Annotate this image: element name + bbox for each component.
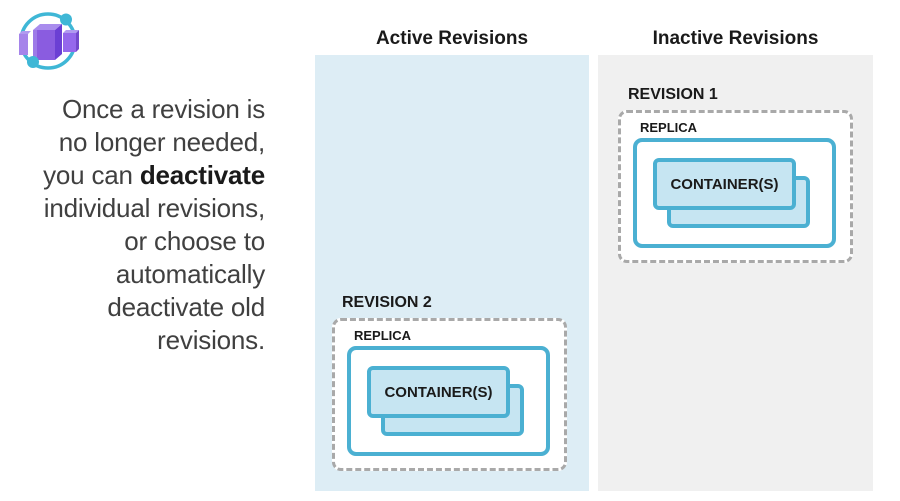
revision-2-replica-box: CONTAINER(S): [347, 346, 550, 456]
revision-1-containers: CONTAINER(S): [653, 158, 813, 230]
intro-text: Once a revision is no longer needed, you…: [15, 93, 265, 357]
revision-1-replica-label: REPLICA: [640, 120, 698, 135]
intro-line: deactivate old: [107, 292, 265, 322]
revision-2-card: REVISION 2 REPLICA CONTAINER(S): [332, 294, 567, 471]
revision-1-dashed-box: REPLICA CONTAINER(S): [618, 110, 853, 263]
intro-line: revisions.: [157, 325, 265, 355]
deactivate-emphasis: deactivate: [139, 160, 265, 190]
intro-line-prefix: you can: [43, 160, 140, 190]
intro-line: or choose to: [124, 226, 265, 256]
intro-line: automatically: [115, 259, 265, 289]
intro-line: individual revisions,: [43, 193, 265, 223]
inactive-revisions-title: Inactive Revisions: [652, 28, 819, 49]
revision-2-dashed-box: REPLICA CONTAINER(S): [332, 318, 567, 471]
revision-1-label: REVISION 1: [628, 86, 718, 103]
revision-1-replica-box: CONTAINER(S): [633, 138, 836, 248]
revision-2-label: REVISION 2: [342, 294, 432, 311]
revision-1-card: REVISION 1 REPLICA CONTAINER(S): [618, 86, 853, 263]
intro-line: Once a revision is: [61, 94, 265, 124]
container-box-front: CONTAINER(S): [367, 366, 510, 418]
active-revisions-title: Active Revisions: [375, 28, 529, 49]
intro-line: no longer needed,: [58, 127, 265, 157]
revision-2-replica-label: REPLICA: [354, 328, 412, 343]
revision-2-containers: CONTAINER(S): [367, 366, 527, 438]
azure-container-apps-icon: [12, 4, 84, 76]
container-box-front: CONTAINER(S): [653, 158, 796, 210]
intro-line: you can deactivate: [15, 159, 265, 192]
container-apps-logo-svg: [19, 12, 79, 70]
